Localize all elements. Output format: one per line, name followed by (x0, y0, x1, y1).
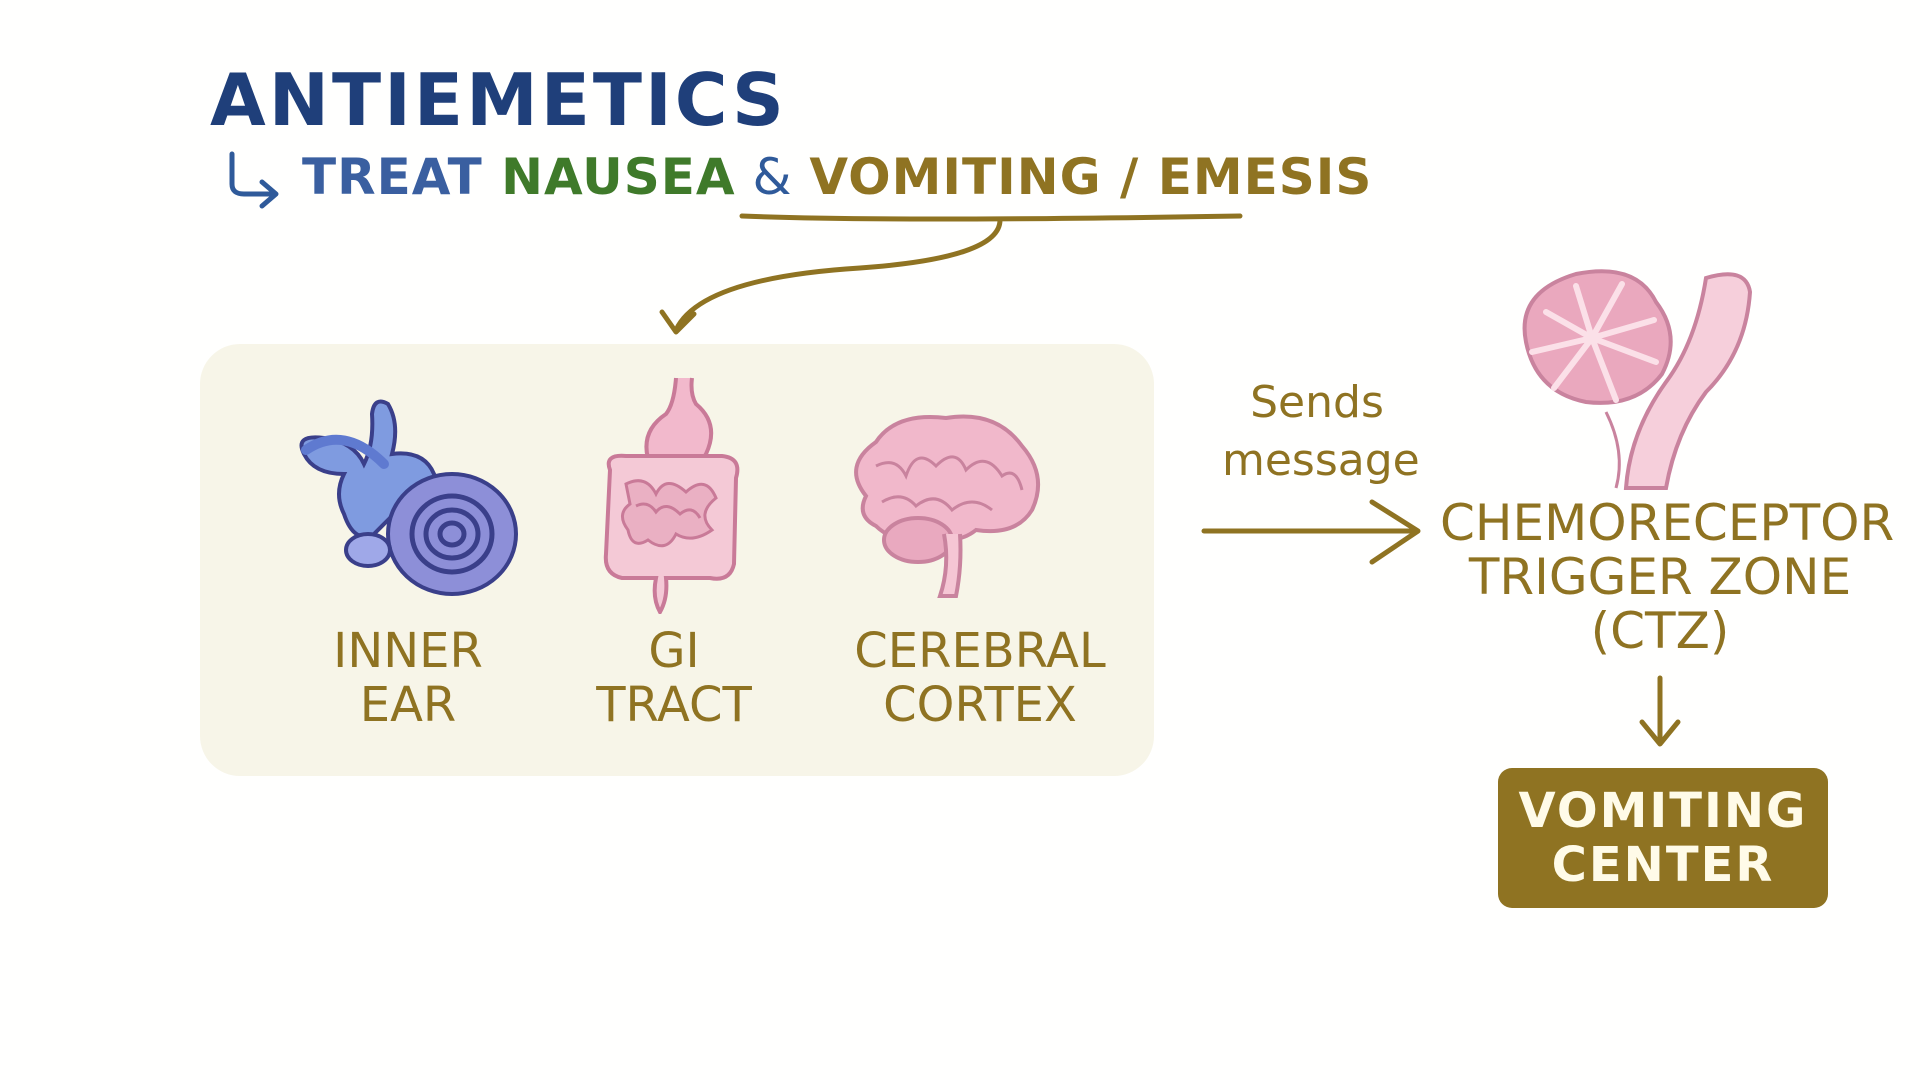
ctz-label: CHEMORECEPTOR TRIGGER ZONE (CTZ) (1440, 494, 1895, 660)
ctz-line: (CTZ) (1590, 602, 1730, 660)
organ-line: TRACT (596, 677, 752, 733)
subtitle-ampersand: & (735, 148, 810, 206)
organ-label-gi-tract: GI TRACT (574, 624, 774, 732)
organ-label-inner-ear: INNER EAR (308, 624, 508, 732)
hook-arrow-icon (229, 151, 279, 209)
sends-line: Sends (1250, 377, 1384, 428)
subtitle-prefix: TREAT (302, 148, 502, 206)
down-arrow-head (1639, 719, 1681, 747)
subtitle-nausea: NAUSEA (501, 148, 736, 206)
organ-line: GI (648, 623, 700, 679)
message-line: message (1222, 435, 1420, 486)
ctz-line: CHEMORECEPTOR (1440, 494, 1895, 552)
brainstem-icon (1522, 269, 1753, 490)
sends-message-label: Sends message (1222, 374, 1420, 490)
organ-line: CORTEX (883, 677, 1077, 733)
subtitle-underline (739, 213, 1243, 222)
subtitle: TREAT NAUSEA & VOMITING / EMESIS (302, 148, 1372, 206)
gi-tract-icon (603, 377, 740, 614)
organ-line: EAR (359, 677, 457, 733)
page-title: ANTIEMETICS (210, 58, 787, 142)
inner-ear-icon (299, 399, 518, 596)
curved-arrow-head (659, 309, 697, 335)
organ-line: INNER (333, 623, 483, 679)
organ-label-cerebral-cortex: CEREBRAL CORTEX (840, 624, 1120, 732)
vomiting-center-line: CENTER (1551, 837, 1775, 893)
organ-line: CEREBRAL (854, 623, 1106, 679)
ctz-line: TRIGGER ZONE (1468, 548, 1852, 606)
curved-arrow (673, 217, 1003, 333)
sends-arrow-head (1369, 499, 1421, 565)
subtitle-vomiting: VOMITING / EMESIS (809, 148, 1373, 206)
brain-icon (854, 414, 1040, 598)
vomiting-center-box: VOMITING CENTER (1498, 768, 1828, 908)
vomiting-center-line: VOMITING (1518, 783, 1808, 839)
